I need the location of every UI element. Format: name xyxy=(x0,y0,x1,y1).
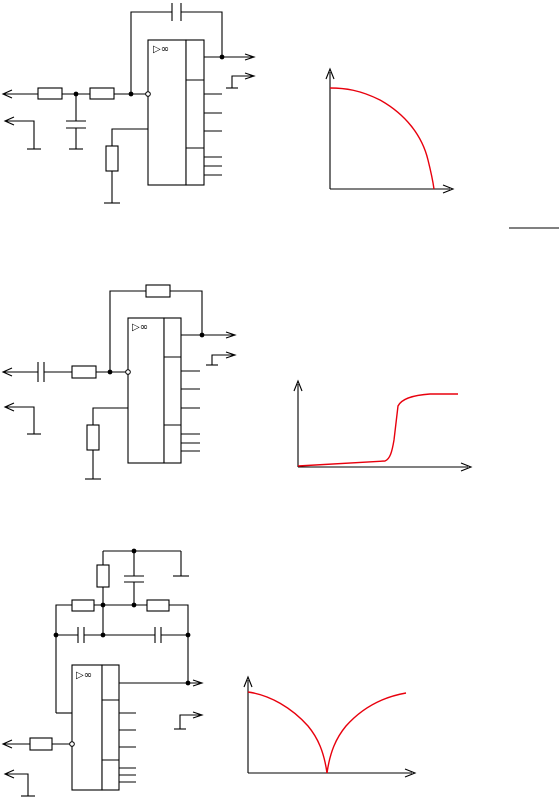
output-arrow xyxy=(225,331,237,339)
bandstop-response-graph xyxy=(243,675,417,778)
input-resistor xyxy=(71,365,97,379)
opamp-body xyxy=(147,39,187,186)
opamp-output-column xyxy=(101,664,120,791)
opamp-body xyxy=(71,664,103,791)
lowpass-curve xyxy=(329,87,435,190)
output-ground-arrow xyxy=(231,75,252,88)
input-arrow xyxy=(1,89,13,99)
notch-curve-right xyxy=(326,692,407,774)
opamp-output-column xyxy=(185,39,205,186)
tee-resistor-2 xyxy=(146,599,170,612)
input-ground-arrow xyxy=(6,406,35,434)
opamp-symbol: ▷∞ xyxy=(132,322,148,333)
opamp-output-column xyxy=(163,317,182,464)
bandstop-circuit: ▷∞ xyxy=(1,548,204,797)
feedback-resistor xyxy=(145,284,171,298)
output-arrow xyxy=(192,679,204,687)
highpass-response-graph xyxy=(293,379,473,472)
bias-resistor xyxy=(86,424,100,451)
feedback-wire xyxy=(109,290,146,372)
opamp-symbol: ▷∞ xyxy=(76,670,92,681)
bias-resistor xyxy=(105,145,119,172)
opamp-body xyxy=(127,317,165,464)
bias-wire xyxy=(111,128,148,146)
input-ground-arrow xyxy=(6,773,29,796)
output-arrow xyxy=(244,53,256,61)
bias-wire xyxy=(92,407,128,425)
output-ground-arrow xyxy=(179,714,200,729)
tee-resistor-1 xyxy=(71,599,95,612)
input-arrow xyxy=(1,739,13,749)
lowpass-circuit: ▷∞ xyxy=(1,3,256,204)
input-ground-arrow xyxy=(6,120,35,149)
opamp-symbol: ▷∞ xyxy=(153,44,169,55)
notch-curve-left xyxy=(247,691,328,774)
feedback-wire xyxy=(130,11,172,94)
input-arrow xyxy=(1,367,13,377)
network-left-wire xyxy=(55,604,72,713)
highpass-circuit: ▷∞ xyxy=(1,284,237,480)
center-resistor xyxy=(96,564,110,588)
input-resistor-2 xyxy=(89,87,115,100)
input-resistor-1 xyxy=(37,87,63,100)
input-resistor xyxy=(29,737,53,751)
output-ground-arrow xyxy=(211,354,233,365)
lowpass-response-graph xyxy=(325,67,455,194)
highpass-curve xyxy=(297,393,458,467)
